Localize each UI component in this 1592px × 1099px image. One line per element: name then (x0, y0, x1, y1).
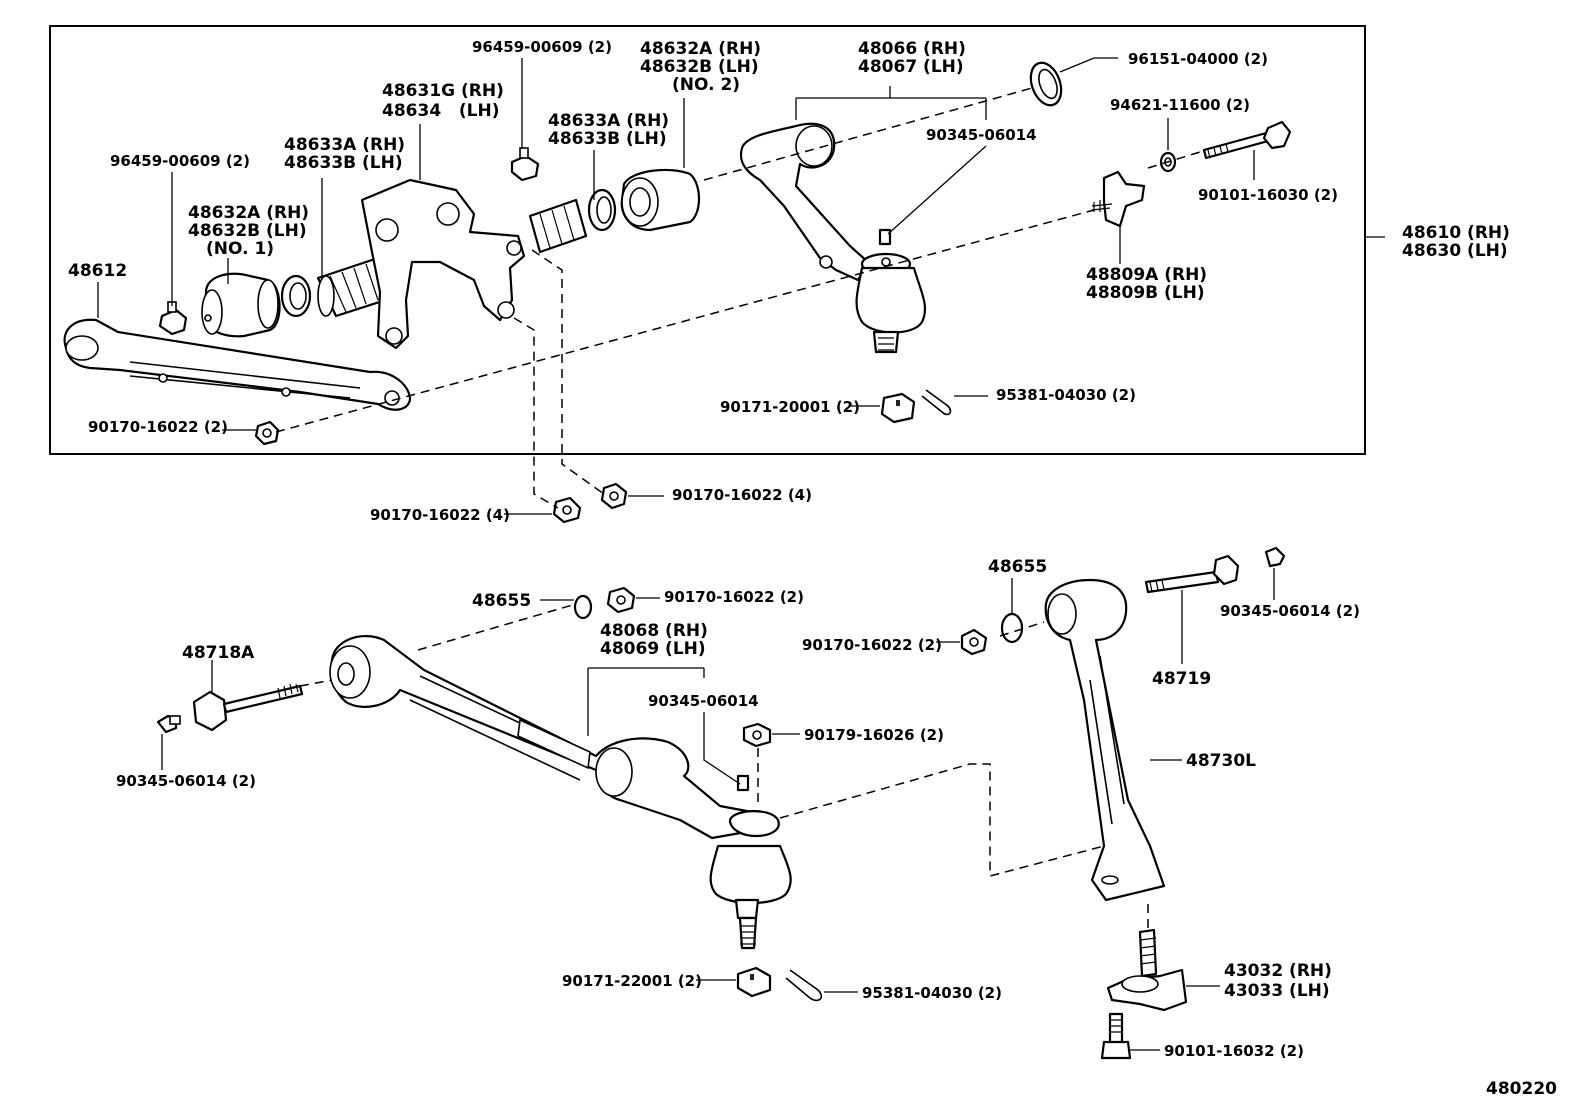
washer-48655-left[interactable] (573, 594, 593, 620)
label-90170-c: 90170-16022 (4) (370, 506, 510, 524)
label-48718a: 48718A (182, 643, 255, 663)
nut-90170-b[interactable] (600, 482, 628, 510)
label-48730l: 48730L (1186, 751, 1256, 771)
label-96459-left: 96459-00609 (2) (110, 152, 250, 170)
cotter-pin-95381-upper[interactable] (921, 389, 952, 416)
dashed-line-1 (275, 209, 1095, 433)
label-94621: 94621-11600 (2) (1110, 96, 1250, 114)
label-48632b-2: 48632B (LH) (640, 57, 759, 77)
label-no1: (NO. 1) (206, 239, 274, 259)
label-48633a-2: 48633A (RH) (548, 111, 669, 131)
dashed-line-2 (703, 87, 1033, 181)
label-48809b: 48809B (LH) (1086, 283, 1205, 303)
strut-rod-48730L[interactable] (1044, 578, 1166, 902)
dashed-line-11 (999, 621, 1045, 637)
bolt-90345-right[interactable] (1264, 546, 1286, 568)
bushing-48632-no1[interactable] (201, 272, 281, 338)
label-90171-22001: 90171-22001 (2) (562, 972, 702, 990)
label-96151: 96151-04000 (2) (1128, 50, 1268, 68)
dashed-line-6 (417, 603, 577, 651)
grease-fitting-96459-left[interactable] (158, 301, 188, 336)
label-48612: 48612 (68, 261, 127, 281)
label-90179: 90179-16026 (2) (804, 726, 944, 744)
nut-90170-a[interactable] (254, 420, 280, 446)
label-43033: 43033 (LH) (1224, 981, 1330, 1001)
lower-arm-48068[interactable] (329, 635, 754, 840)
label-90170-d: 90170-16022 (2) (664, 588, 804, 606)
nut-90170-e[interactable] (960, 628, 988, 656)
label-90345-right: 90345-06014 (2) (1220, 602, 1360, 620)
knuckle-arm-43032[interactable] (1106, 928, 1188, 1012)
label-48630: 48630 (LH) (1402, 241, 1508, 261)
label-90170-b: 90170-16022 (4) (672, 486, 812, 504)
bolt-90101-16032[interactable] (1100, 1012, 1132, 1060)
boot-right[interactable] (528, 198, 588, 254)
label-48655-left: 48655 (472, 591, 531, 611)
label-48809a: 48809A (RH) (1086, 265, 1207, 285)
ring-48633-right[interactable] (587, 188, 617, 232)
label-48719: 48719 (1152, 669, 1211, 689)
dashed-line-7 (299, 679, 333, 687)
label-48066: 48066 (RH) (858, 39, 966, 59)
label-48068: 48068 (RH) (600, 621, 708, 641)
bolt-48718A[interactable] (192, 683, 304, 732)
label-43032: 43032 (RH) (1224, 961, 1332, 981)
label-48632a-1: 48632A (RH) (188, 203, 309, 223)
ring-48633-left[interactable] (280, 274, 312, 318)
label-48631g: 48631G (RH) (382, 81, 504, 101)
leader-lines (97, 57, 1275, 1051)
label-90101-16030: 90101-16030 (2) (1198, 186, 1338, 204)
castle-nut-90171-22001[interactable] (736, 966, 772, 998)
cotter-pin-95381-lower[interactable] (785, 969, 823, 1002)
bracket-48631G[interactable] (360, 178, 526, 350)
label-90345-lower-mid: 90345-06014 (648, 692, 759, 710)
dashed-line-3 (1147, 151, 1201, 169)
nut-90170-c[interactable] (552, 496, 582, 524)
label-90345-upper: 90345-06014 (926, 126, 1037, 144)
label-48634: 48634 (LH) (382, 101, 500, 121)
bolt-90345-lower-left[interactable] (156, 714, 181, 734)
label-90101-16032: 90101-16032 (2) (1164, 1042, 1304, 1060)
label-48632b-1: 48632B (LH) (188, 221, 307, 241)
label-90170-e: 90170-16022 (2) (802, 636, 942, 654)
label-95381-upper: 95381-04030 (2) (996, 386, 1136, 404)
label-48655-right: 48655 (988, 557, 1047, 577)
label-48632a-2: 48632A (RH) (640, 39, 761, 59)
label-90171-20001: 90171-20001 (2) (720, 398, 860, 416)
nut-90170-d[interactable] (606, 586, 636, 614)
grease-fitting-96459-right[interactable] (510, 147, 540, 182)
label-90345-lower-left: 90345-06014 (2) (116, 772, 256, 790)
ball-joint-upper[interactable] (855, 252, 927, 354)
dashed-line-5 (531, 249, 605, 495)
bushing-48632-no2[interactable] (620, 168, 701, 232)
caster-plate-48809[interactable] (1091, 170, 1146, 228)
washer-48655-right[interactable] (1000, 612, 1024, 644)
nut-90179-16026[interactable] (742, 722, 772, 748)
label-48633b-1: 48633B (LH) (284, 153, 403, 173)
label-96459-right: 96459-00609 (2) (472, 38, 612, 56)
upper-assembly-frame (49, 25, 1366, 455)
upper-arm-48066[interactable] (739, 122, 870, 282)
strut-bar-48612[interactable] (63, 318, 412, 411)
diagram-code: 480220 (1486, 1079, 1557, 1099)
seal-96151[interactable] (1025, 59, 1066, 110)
label-48610: 48610 (RH) (1402, 223, 1510, 243)
label-48067: 48067 (LH) (858, 57, 964, 77)
label-no2: (NO. 2) (672, 75, 740, 95)
dashed-line-9 (779, 763, 1105, 877)
label-48633b-2: 48633B (LH) (548, 129, 667, 149)
label-48069: 48069 (LH) (600, 639, 706, 659)
label-48633a-1: 48633A (RH) (284, 135, 405, 155)
label-95381-lower: 95381-04030 (2) (862, 984, 1002, 1002)
bolt-90101-16030[interactable] (1202, 120, 1292, 160)
label-90170-a: 90170-16022 (2) (88, 418, 228, 436)
ball-joint-lower[interactable] (709, 810, 792, 950)
bolt-48719[interactable] (1144, 554, 1240, 594)
dashed-line-4 (513, 317, 559, 509)
castle-nut-90171-20001[interactable] (880, 392, 916, 424)
bolt-90345-upper[interactable] (878, 228, 892, 246)
